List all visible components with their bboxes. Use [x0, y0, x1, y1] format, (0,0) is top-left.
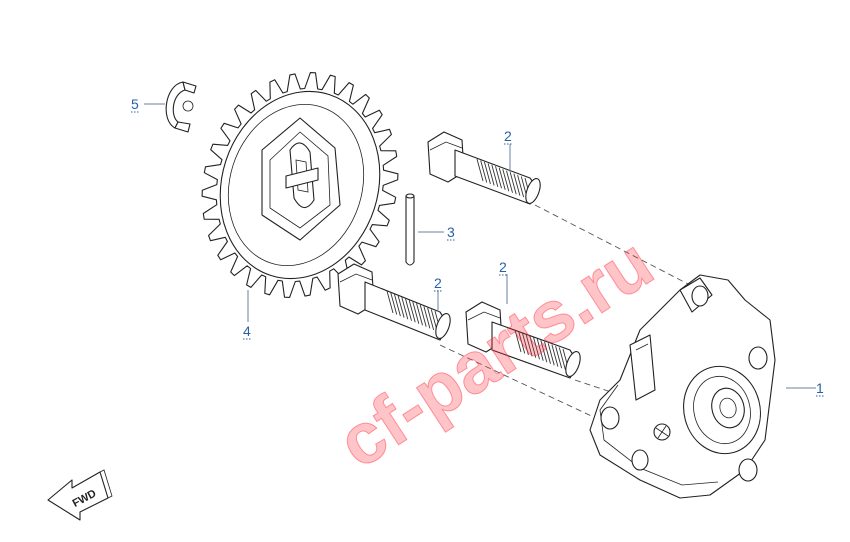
thread-line [525, 334, 533, 357]
thread-line [408, 300, 416, 323]
thread-line [390, 292, 398, 315]
bolt-middle [337, 263, 451, 341]
pin-part [405, 193, 415, 266]
thread-line [498, 167, 506, 190]
thread-line [423, 306, 431, 329]
bolt-upper [427, 131, 541, 205]
thread-line [412, 301, 420, 324]
thread-line [547, 343, 555, 366]
thread-line [480, 160, 488, 183]
thread-line [393, 293, 401, 317]
leader-lines [144, 103, 816, 389]
thread-line [544, 341, 551, 364]
thread-line [533, 337, 540, 360]
thread-line [517, 174, 525, 198]
callout-5[interactable]: 5 [131, 96, 139, 112]
callout-2-lower[interactable]: 2 [499, 259, 507, 275]
thread-line [536, 338, 544, 361]
callout-labels: 5 2 3 4 2 2 1 [131, 96, 824, 396]
thread-line [397, 295, 405, 318]
thread-line [386, 290, 394, 314]
thread-line [555, 345, 563, 369]
thread-line [551, 344, 559, 367]
thread-line [502, 169, 510, 192]
bolt-lower [465, 301, 581, 379]
callout-4[interactable]: 4 [243, 323, 251, 339]
thread-line [483, 161, 491, 185]
thread-line [427, 307, 435, 331]
gear-part [201, 72, 399, 298]
thread-line [540, 340, 548, 363]
assembly-lines [439, 204, 691, 421]
callout-3[interactable]: 3 [447, 224, 455, 240]
thread-line [419, 304, 427, 327]
thread-line [401, 297, 409, 320]
thread-line [518, 331, 526, 354]
thread-line [521, 332, 529, 356]
thread-line [476, 158, 484, 182]
thread-line [495, 166, 502, 189]
pump-body-part [589, 274, 776, 499]
thread-line [558, 347, 566, 370]
thread-line [514, 329, 522, 353]
thread-line [509, 172, 517, 195]
thread-line [506, 170, 513, 193]
fwd-arrow-icon: FWD [47, 469, 113, 521]
thread-line [529, 335, 537, 358]
thread-line [491, 164, 499, 187]
thread-line [513, 173, 521, 196]
circlip-part [165, 81, 197, 133]
callout-1[interactable]: 1 [816, 380, 824, 396]
callout-2-upper[interactable]: 2 [504, 128, 512, 144]
thread-line [487, 163, 495, 186]
callout-underlines [131, 111, 825, 397]
thread-line [405, 298, 412, 321]
thread-line [416, 303, 423, 326]
callout-2-middle[interactable]: 2 [434, 275, 442, 291]
